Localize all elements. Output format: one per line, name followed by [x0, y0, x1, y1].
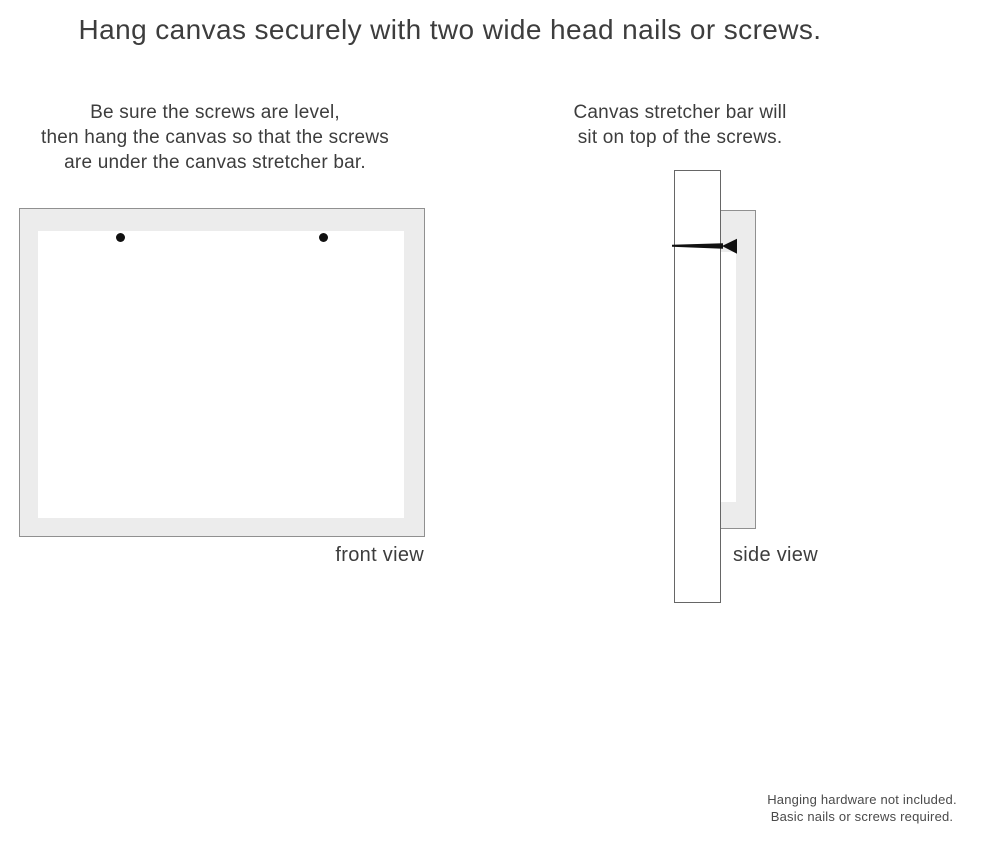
- side-view-canvas-recess: [721, 252, 736, 502]
- front-view-label: front view: [335, 544, 424, 566]
- instruction-line: are under the canvas stretcher bar.: [64, 152, 366, 173]
- side-view-stretcher-bar: [674, 170, 721, 603]
- nail-icon: [672, 238, 737, 254]
- screw-dot-left: [116, 233, 125, 242]
- page-title: Hang canvas securely with two wide head …: [78, 14, 822, 45]
- screw-dot-right: [319, 233, 328, 242]
- front-view-instructions: Be sure the screws are level, then hang …: [20, 100, 410, 175]
- footnote-line: Hanging hardware not included.: [767, 792, 957, 807]
- footnote-line: Basic nails or screws required.: [770, 809, 954, 824]
- instruction-line: then hang the canvas so that the screws: [41, 127, 389, 148]
- side-view-instructions: Canvas stretcher bar will sit on top of …: [550, 100, 810, 150]
- instruction-line: Canvas stretcher bar will: [573, 102, 787, 123]
- side-view-label: side view: [733, 544, 818, 566]
- instruction-line: sit on top of the screws.: [577, 127, 783, 148]
- instruction-line: Be sure the screws are level,: [90, 102, 340, 123]
- front-view-canvas-face: [38, 231, 404, 518]
- hardware-footnote: Hanging hardware not included. Basic nai…: [748, 791, 976, 825]
